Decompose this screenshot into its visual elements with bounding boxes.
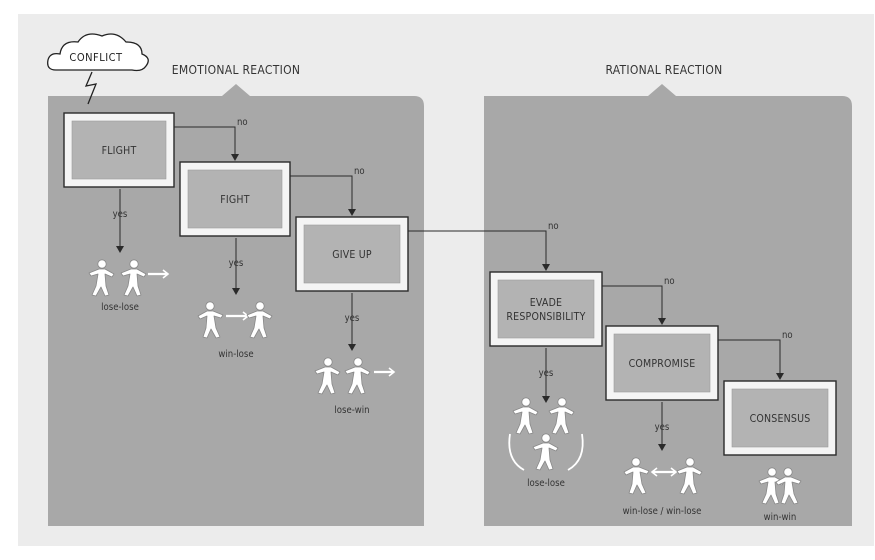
outcome-label-fight: win-lose xyxy=(218,349,253,360)
no-label: no xyxy=(237,117,248,128)
no-connector-evade: no xyxy=(602,276,675,325)
step-label-compromise: COMPROMISE xyxy=(629,358,696,370)
no-label: no xyxy=(782,330,793,341)
emotional-panel xyxy=(48,84,424,526)
step-box-fight: FIGHT xyxy=(179,161,291,237)
no-label: no xyxy=(664,276,675,287)
no-connector-fight: no xyxy=(290,166,365,216)
outcome-give-up: yes lose-win xyxy=(314,293,396,416)
conflict-cloud: CONFLICT xyxy=(47,33,149,105)
outcome-label-compromise: win-lose / win-lose xyxy=(623,506,702,517)
outcome-fight: yes win-lose xyxy=(197,238,273,360)
no-connector-compromise: no xyxy=(718,330,793,380)
step-box-give-up: GIVE UP xyxy=(295,216,409,292)
outcome-evade: yes lose-lose xyxy=(508,348,584,489)
step-label-flight: FLIGHT xyxy=(102,145,137,157)
rational-panel-title: RATIONAL REACTION xyxy=(605,63,722,77)
step-box-evade: EVADE RESPONSIBILITY xyxy=(489,271,603,347)
yes-label: yes xyxy=(229,258,244,269)
yes-label: yes xyxy=(655,422,670,433)
emotional-panel-title: EMOTIONAL REACTION xyxy=(172,63,301,77)
step-box-flight: FLIGHT xyxy=(63,112,175,188)
outcome-consensus: win-win xyxy=(758,467,802,523)
conflict-label: CONFLICT xyxy=(69,51,123,64)
step-label-evade: RESPONSIBILITY xyxy=(506,311,585,323)
yes-label: yes xyxy=(345,313,360,324)
step-box-compromise: COMPROMISE xyxy=(605,325,719,401)
outcome-compromise: yes win-lose / win-lose xyxy=(623,402,703,517)
no-connector-give-up: no xyxy=(408,221,559,271)
step-label-fight: FIGHT xyxy=(220,194,249,206)
cloud-icon xyxy=(47,33,149,72)
step-box-consensus: CONSENSUS xyxy=(723,380,837,456)
yes-label: yes xyxy=(113,209,128,220)
step-label-evade: EVADE xyxy=(530,297,562,309)
no-connector-flight: no xyxy=(174,117,248,161)
outcome-flight: yes lose-lose xyxy=(88,189,170,313)
step-label-consensus: CONSENSUS xyxy=(750,413,811,425)
step-label-give-up: GIVE UP xyxy=(332,249,372,261)
outcome-label-evade: lose-lose xyxy=(527,478,565,489)
no-label: no xyxy=(548,221,559,232)
lightning-bolt-icon xyxy=(84,71,98,105)
outcome-label-give-up: lose-win xyxy=(334,405,369,416)
yes-label: yes xyxy=(539,368,554,379)
no-label: no xyxy=(354,166,365,177)
outcome-label-flight: lose-lose xyxy=(101,302,139,313)
outcome-label-consensus: win-win xyxy=(764,512,797,523)
